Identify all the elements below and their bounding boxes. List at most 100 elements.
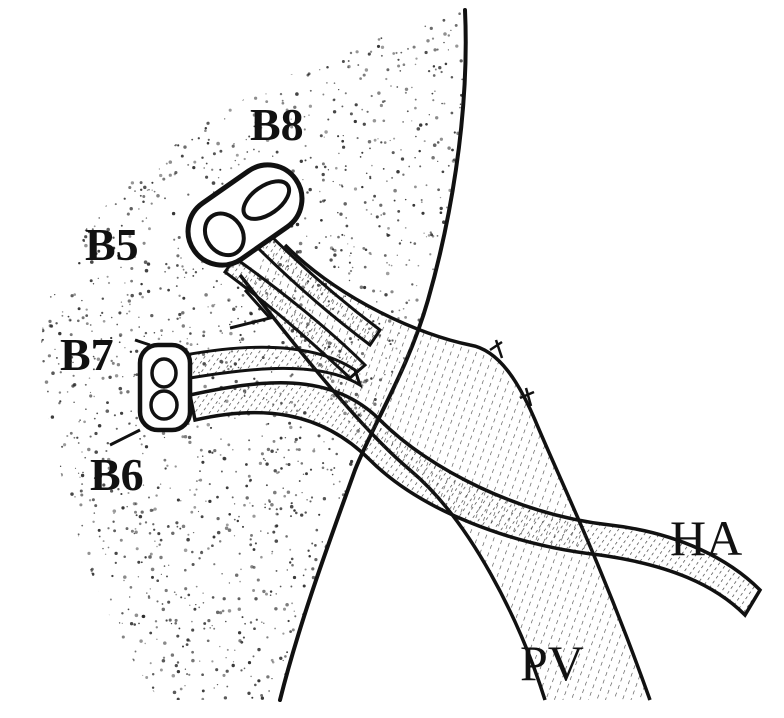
stipple-dot [43, 614, 45, 616]
stipple-dot [448, 239, 449, 240]
stipple-dot [57, 662, 58, 663]
stipple-dot [434, 327, 437, 330]
stipple-dot [289, 426, 292, 429]
stipple-dot [78, 442, 80, 444]
stipple-dot [301, 23, 302, 24]
stipple-dot [235, 573, 238, 576]
stipple-dot [367, 609, 369, 611]
stipple-dot [397, 59, 399, 61]
stipple-dot [41, 327, 44, 330]
stipple-dot [234, 535, 235, 536]
stipple-dot [202, 334, 205, 337]
stipple-dot [63, 620, 65, 622]
stipple-dot [27, 359, 29, 361]
stipple-dot [450, 548, 451, 549]
stipple-dot [175, 619, 178, 622]
stipple-dot [29, 199, 32, 202]
stipple-dot [290, 515, 292, 517]
stipple-dot [90, 641, 91, 642]
stipple-dot [390, 85, 392, 87]
stipple-dot [407, 518, 409, 520]
stipple-dot [219, 611, 222, 614]
stipple-dot [156, 579, 159, 582]
stipple-dot [277, 59, 279, 61]
stipple-dot [32, 57, 34, 59]
stipple-dot [78, 421, 79, 422]
stipple-dot [131, 530, 134, 533]
stipple-dot [381, 23, 384, 26]
stipple-dot [414, 107, 417, 110]
stipple-dot [188, 34, 189, 35]
stipple-dot [213, 628, 215, 630]
stipple-dot [222, 332, 223, 333]
stipple-dot [283, 608, 286, 611]
stipple-dot [399, 610, 401, 612]
stipple-dot [59, 391, 61, 393]
stipple-dot [216, 611, 219, 614]
stipple-dot [345, 165, 347, 167]
stipple-dot [189, 489, 190, 490]
stipple-dot [408, 166, 410, 168]
stipple-dot [298, 448, 301, 451]
stipple-dot [275, 524, 278, 527]
stipple-dot [289, 561, 291, 563]
stipple-dot [305, 159, 307, 161]
stipple-dot [344, 235, 346, 237]
stipple-dot [155, 494, 157, 496]
stipple-dot [175, 465, 177, 467]
stipple-dot [203, 602, 205, 604]
stipple-dot [309, 678, 311, 680]
stipple-dot [293, 509, 296, 512]
stipple-dot [408, 299, 410, 301]
stipple-dot [417, 504, 419, 506]
stipple-dot [349, 692, 352, 695]
stipple-dot [175, 594, 177, 596]
stipple-dot [241, 337, 245, 341]
stipple-dot [247, 692, 250, 695]
stipple-dot [234, 650, 235, 651]
stipple-dot [52, 97, 55, 100]
stipple-dot [66, 164, 68, 166]
stipple-dot [317, 614, 321, 618]
stipple-dot [92, 651, 95, 654]
stipple-dot [330, 600, 331, 601]
stipple-dot [275, 513, 278, 516]
stipple-dot [176, 635, 179, 638]
stipple-dot [148, 227, 151, 230]
stipple-dot [244, 668, 246, 670]
stipple-dot [387, 573, 389, 575]
stipple-dot [239, 95, 241, 97]
stipple-dot [378, 553, 382, 557]
stipple-dot [473, 279, 476, 282]
stipple-dot [41, 534, 42, 535]
stipple-dot [47, 529, 49, 531]
stipple-dot [271, 659, 274, 662]
stipple-dot [377, 607, 379, 609]
stipple-dot [476, 573, 479, 576]
stipple-dot [24, 158, 26, 160]
stipple-dot [139, 515, 143, 519]
stipple-dot [326, 66, 329, 69]
stipple-dot [347, 604, 349, 606]
stipple-dot [384, 100, 386, 102]
stipple-dot [235, 306, 237, 308]
stipple-dot [33, 109, 34, 110]
stipple-dot [74, 384, 76, 386]
stipple-dot [180, 596, 182, 598]
stipple-dot [169, 174, 172, 177]
stipple-dot [291, 558, 294, 561]
stipple-dot [400, 676, 403, 679]
stipple-dot [467, 186, 470, 189]
stipple-dot [305, 620, 307, 622]
stipple-dot [143, 435, 145, 437]
stipple-dot [447, 269, 449, 271]
stipple-dot [337, 236, 340, 239]
stipple-dot [201, 114, 204, 117]
stipple-dot [419, 613, 421, 615]
stipple-dot [177, 277, 179, 279]
stipple-dot [24, 461, 25, 462]
stipple-dot [437, 188, 440, 191]
stipple-dot [313, 693, 315, 695]
stipple-dot [206, 163, 208, 165]
stipple-dot [466, 189, 469, 192]
